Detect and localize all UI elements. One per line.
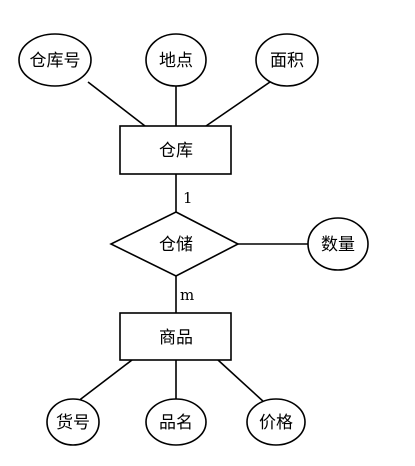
edge-price: [217, 359, 266, 404]
edge-warehouse-no: [87, 81, 146, 127]
relationship-storage-label: 仓储: [159, 235, 193, 255]
entity-goods-label: 商品: [159, 328, 193, 348]
cardinality-warehouse: 1: [183, 189, 193, 207]
edge-area: [205, 81, 271, 127]
attribute-warehouse-no-label: 仓库号: [30, 51, 81, 71]
attribute-price: [246, 398, 306, 446]
attribute-area: [255, 33, 319, 87]
attribute-item-name-label: 品名: [159, 413, 193, 433]
cardinality-goods: m: [180, 286, 194, 304]
relationship-storage: [109, 211, 240, 277]
attribute-quantity: [307, 217, 369, 271]
attribute-location: [145, 33, 207, 87]
attribute-item-name: [145, 398, 207, 446]
entity-warehouse: [119, 125, 232, 175]
attribute-location-label: 地点: [159, 51, 193, 71]
attribute-price-label: 价格: [259, 413, 293, 433]
attribute-warehouse-no: [18, 33, 92, 87]
edge-item-no: [72, 359, 133, 406]
entity-goods: [119, 312, 232, 361]
attribute-item-no: [46, 398, 100, 446]
attribute-area-label: 面积: [270, 51, 304, 71]
attribute-item-no-label: 货号: [56, 413, 90, 433]
entity-warehouse-label: 仓库: [159, 141, 193, 161]
attribute-quantity-label: 数量: [321, 235, 355, 255]
